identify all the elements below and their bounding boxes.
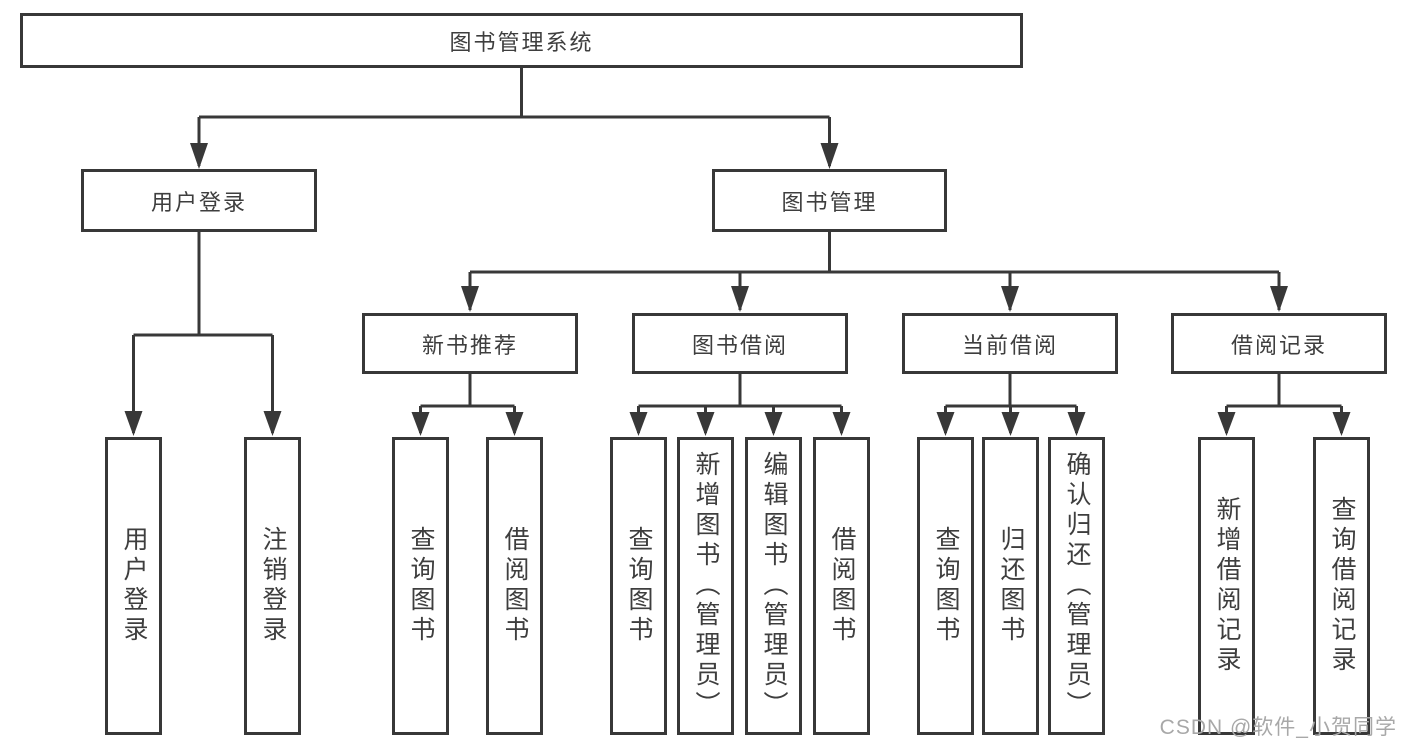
arrowhead	[461, 286, 479, 312]
node-book-management: 图书管理	[712, 169, 947, 232]
node-book-management-label: 图书管理	[781, 189, 878, 215]
arrowhead	[1332, 412, 1351, 436]
arrowhead	[190, 143, 208, 169]
connector-userlogin-to-leaves	[132, 232, 274, 433]
leaf-query-books-newrec-label: 查询图书	[407, 526, 435, 646]
leaf-query-books-borrow: 查询图书	[610, 437, 667, 735]
arrowhead	[1270, 286, 1288, 312]
leaf-user-login: 用户登录	[105, 437, 162, 735]
arrowhead	[936, 412, 955, 436]
node-book-borrowing: 图书借阅	[632, 313, 848, 374]
leaf-edit-book-admin: 编辑图书（管理员）	[745, 437, 802, 735]
leaf-borrow-book-newrec-label: 借阅图书	[501, 526, 529, 646]
leaf-query-books-current-label: 查询图书	[932, 526, 960, 646]
arrowhead	[832, 412, 851, 436]
leaf-query-borrow-record: 查询借阅记录	[1313, 437, 1370, 735]
node-book-borrowing-label: 图书借阅	[691, 332, 788, 358]
leaf-query-books-current: 查询图书	[917, 437, 974, 735]
node-current-borrowing: 当前借阅	[902, 313, 1118, 374]
arrowhead	[1217, 412, 1236, 436]
leaf-confirm-return-admin: 确认归还（管理员）	[1048, 437, 1105, 735]
node-user-login: 用户登录	[81, 169, 317, 232]
leaf-borrow-book-newrec: 借阅图书	[486, 437, 543, 735]
arrowhead	[124, 411, 143, 436]
watermark: CSDN @软件_小贺同学	[1159, 716, 1397, 739]
leaf-add-borrow-record-label: 新增借阅记录	[1213, 496, 1241, 676]
node-borrowing-records: 借阅记录	[1171, 313, 1387, 374]
arrowhead	[696, 412, 715, 436]
node-root-label: 图书管理系统	[449, 29, 594, 55]
arrowhead	[263, 411, 282, 436]
node-root: 图书管理系统	[20, 13, 1023, 68]
arrowhead	[731, 286, 749, 312]
leaf-add-book-admin: 新增图书（管理员）	[677, 437, 734, 735]
leaf-edit-book-admin-label: 编辑图书（管理员）	[760, 451, 788, 721]
leaf-logout-label: 注销登录	[259, 526, 287, 646]
node-borrowing-records-label: 借阅记录	[1230, 332, 1327, 358]
leaf-query-books-borrow-label: 查询图书	[625, 526, 653, 646]
arrowhead	[1067, 412, 1086, 436]
arrowhead	[411, 412, 430, 436]
connector-records-to-leaves	[1225, 374, 1343, 433]
node-new-book-recommend: 新书推荐	[362, 313, 578, 374]
leaf-add-book-admin-label: 新增图书（管理员）	[692, 451, 720, 721]
arrowhead	[1001, 286, 1019, 312]
node-new-book-recommend-label: 新书推荐	[421, 332, 518, 358]
arrowhead	[1001, 412, 1020, 436]
node-user-login-label: 用户登录	[150, 189, 247, 215]
leaf-query-borrow-record-label: 查询借阅记录	[1328, 496, 1356, 676]
connector-borrowing-to-leaves	[637, 374, 843, 433]
leaf-borrow-book: 借阅图书	[813, 437, 870, 735]
connector-root-to-level2	[197, 68, 831, 166]
leaf-logout: 注销登录	[244, 437, 301, 735]
connector-bookmgmt-to-level3	[468, 232, 1281, 310]
leaf-borrow-book-label: 借阅图书	[828, 526, 856, 646]
leaf-return-book: 归还图书	[982, 437, 1039, 735]
leaf-add-borrow-record: 新增借阅记录	[1198, 437, 1255, 735]
leaf-return-book-label: 归还图书	[997, 526, 1025, 646]
connector-newbook-to-leaves	[419, 374, 516, 433]
arrowhead	[820, 143, 839, 169]
arrowhead	[764, 412, 783, 436]
leaf-user-login-label: 用户登录	[120, 526, 148, 646]
leaf-query-books-newrec: 查询图书	[392, 437, 449, 735]
node-current-borrowing-label: 当前借阅	[961, 332, 1058, 358]
arrowhead	[505, 412, 524, 436]
arrowhead	[629, 412, 648, 436]
leaf-confirm-return-admin-label: 确认归还（管理员）	[1063, 451, 1091, 721]
